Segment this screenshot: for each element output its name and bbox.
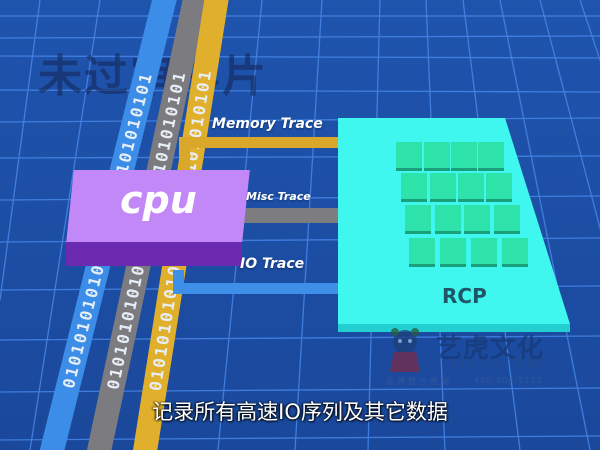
rcp-cell (424, 142, 450, 168)
io-trace-label: IO Trace (240, 256, 305, 272)
rcp-board-edge (338, 324, 570, 332)
rcp-cell (464, 205, 490, 231)
io-trace-wire-vertical (173, 270, 184, 294)
logo-subtitle: YIHU CULTURE (442, 357, 546, 370)
rcp-cell-grid (396, 142, 546, 287)
rcp-cell (502, 238, 528, 264)
misc-trace-label: Misc Trace (246, 190, 311, 203)
rcp-board: RCP (338, 118, 578, 333)
brand-logo-watermark: 艺虎文化 YIHU CULTURE 品牌整合营销 400-804-5112 (386, 326, 556, 392)
rcp-cell (451, 142, 477, 168)
caption-subtitle: 记录所有高速IO序列及其它数据 (152, 400, 448, 424)
cpu-label: cpu (120, 178, 197, 222)
rcp-cell (440, 238, 466, 264)
rcp-cell (409, 238, 435, 264)
memory-trace-label: Memory Trace (212, 116, 323, 132)
logo-phone: 400-804-5112 (474, 376, 543, 385)
rcp-cell (435, 205, 461, 231)
memory-trace-wire (179, 137, 344, 148)
rcp-cell (405, 205, 431, 231)
rcp-cell (458, 173, 484, 199)
rcp-label: RCP (442, 284, 487, 308)
cpu-block-side (66, 242, 242, 266)
rcp-cell (401, 173, 427, 199)
rcp-cell (494, 205, 520, 231)
rcp-cell (478, 142, 504, 168)
misc-trace-wire (235, 208, 345, 223)
rcp-cell (486, 173, 512, 199)
rcp-cell (396, 142, 422, 168)
tiger-mascot-icon (390, 328, 420, 372)
rcp-cell (471, 238, 497, 264)
memory-trace-wire-vertical (179, 137, 190, 177)
rcp-cell (430, 173, 456, 199)
logo-tagline: 品牌整合营销 (386, 377, 452, 386)
logo-title: 艺虎文化 (436, 334, 545, 364)
io-trace-wire (173, 283, 345, 294)
